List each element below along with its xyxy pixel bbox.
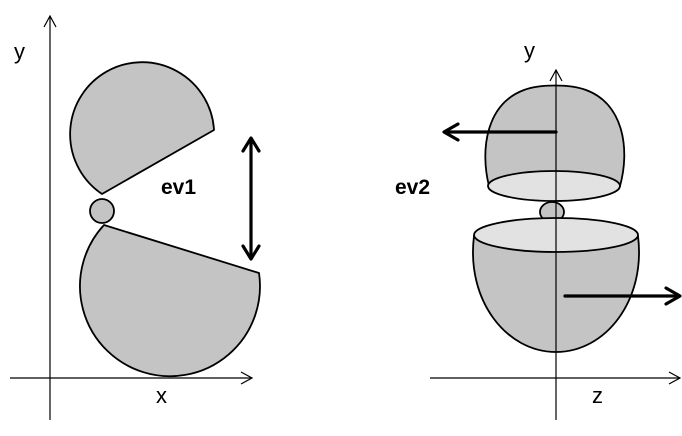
right-z-axis-arrowhead <box>668 371 682 385</box>
right-z-axis-label: z <box>592 383 603 408</box>
left-x-axis-label: x <box>156 383 167 408</box>
ev1-connector-sphere <box>89 198 115 224</box>
ev1-arrowhead-bottom <box>241 244 261 261</box>
left-x-axis-arrowhead <box>240 371 254 385</box>
ev2-arrowhead-upper-left <box>442 122 460 142</box>
ev1-lower-wedge <box>79 224 261 378</box>
ev2-panel: y z ev2 <box>395 38 682 420</box>
ev1-mode-label: ev1 <box>161 176 196 199</box>
right-y-axis-arrowhead <box>549 68 563 82</box>
ev2-mode-label: ev2 <box>395 176 430 199</box>
ev1-upper-wedge <box>69 61 215 195</box>
ev2-upper-cut-face <box>487 170 621 202</box>
ev1-panel: y x ev1 <box>10 14 261 420</box>
ev1-arrowhead-top <box>241 136 261 153</box>
left-y-axis-arrowhead <box>43 14 57 28</box>
right-y-axis-label: y <box>524 38 535 63</box>
ev2-arrowhead-lower-right <box>664 286 682 306</box>
left-y-axis-label: y <box>14 39 25 64</box>
